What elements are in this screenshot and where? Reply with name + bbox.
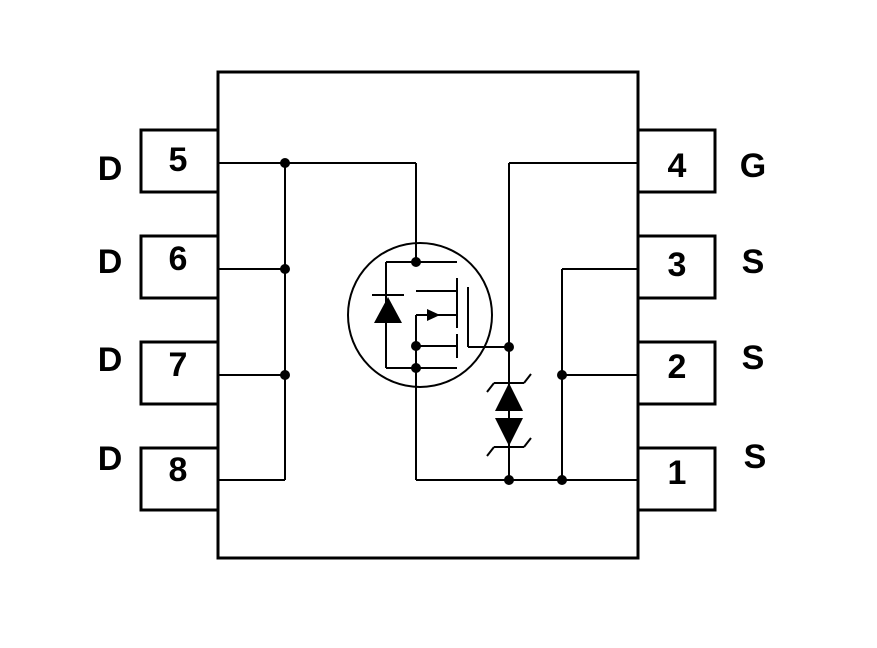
zener-diode-lower xyxy=(495,418,523,446)
pin-number-1: 1 xyxy=(668,454,687,492)
junction-dot xyxy=(411,341,421,351)
pin-box-3 xyxy=(636,234,717,300)
junction-dot xyxy=(557,475,567,485)
pin-number-3: 3 xyxy=(668,246,687,284)
junction-dot xyxy=(280,370,290,380)
pin-box-2 xyxy=(636,340,717,406)
internal-wiring xyxy=(218,162,638,481)
pin-signal-label-5: D xyxy=(98,150,123,188)
channel-arrow xyxy=(427,309,440,321)
zener-diode-upper xyxy=(495,383,523,411)
junction-dot xyxy=(280,264,290,274)
junction-dot xyxy=(557,370,567,380)
pin-box-5 xyxy=(139,128,220,194)
junction-dot xyxy=(504,475,514,485)
pin-signal-label-2: S xyxy=(742,339,765,377)
pin-number-5: 5 xyxy=(169,141,188,179)
pin-number-7: 7 xyxy=(169,346,188,384)
pin-box-7 xyxy=(139,340,220,406)
pin-signal-label-8: D xyxy=(98,440,123,478)
mosfet-symbol-outline xyxy=(347,242,493,388)
pin-number-4: 4 xyxy=(668,147,687,185)
pin-box-4 xyxy=(636,128,717,194)
pin-box-6 xyxy=(139,234,220,300)
body-diode xyxy=(374,297,402,323)
junction-dot xyxy=(504,342,514,352)
junction-dot xyxy=(411,363,421,373)
junction-dot xyxy=(411,257,421,267)
pin-number-8: 8 xyxy=(169,451,188,489)
pin-number-2: 2 xyxy=(668,348,687,386)
pin-signal-label-3: S xyxy=(742,243,765,281)
junction-dot xyxy=(280,158,290,168)
pin-signal-label-4: G xyxy=(740,147,766,185)
package-body xyxy=(216,70,640,560)
pin-number-6: 6 xyxy=(169,240,188,278)
pin-signal-label-6: D xyxy=(98,243,123,281)
pin-signal-label-1: S xyxy=(744,438,767,476)
pin-signal-label-7: D xyxy=(98,341,123,379)
